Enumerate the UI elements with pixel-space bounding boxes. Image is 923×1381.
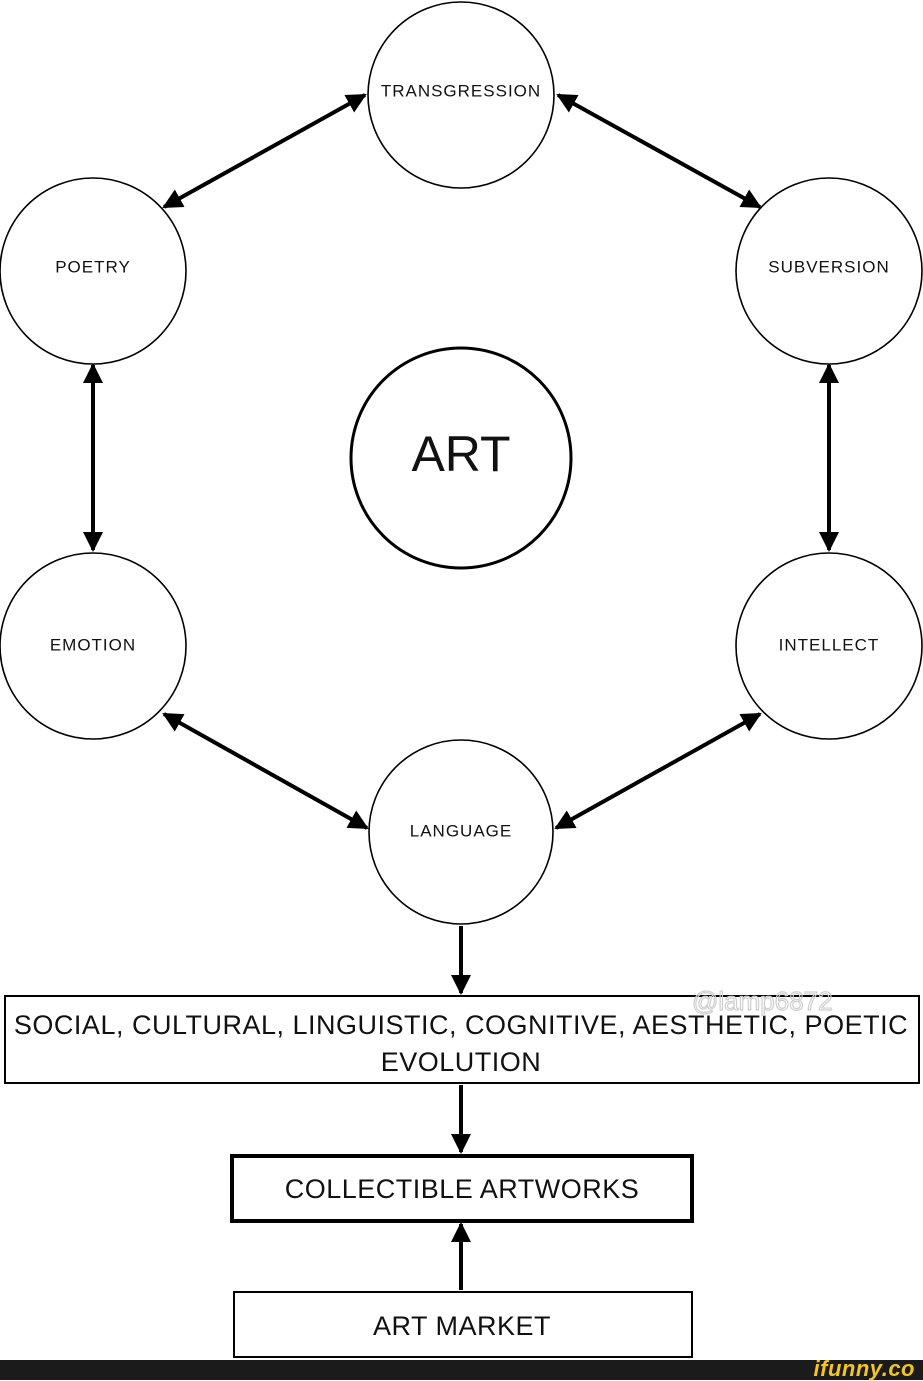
edge-emotion-language bbox=[162, 712, 369, 830]
watermark-handle: @lamp6872 bbox=[692, 986, 833, 1016]
node-intellect-label: INTELLECT bbox=[779, 635, 880, 654]
node-art-center: ART bbox=[349, 346, 573, 570]
art-market-box: ART MARKET bbox=[233, 1291, 693, 1358]
node-language: LANGUAGE bbox=[368, 739, 554, 925]
footer-bar: ifunny.co bbox=[0, 1356, 923, 1381]
art-market-label: ART MARKET bbox=[373, 1311, 551, 1341]
node-poetry: POETRY bbox=[0, 177, 187, 365]
collectible-label: COLLECTIBLE ARTWORKS bbox=[285, 1174, 640, 1204]
evolution-line1: SOCIAL, CULTURAL, LINGUISTIC, COGNITIVE,… bbox=[14, 1010, 908, 1040]
center-label: ART bbox=[411, 426, 510, 482]
evolution-line2: EVOLUTION bbox=[381, 1047, 542, 1077]
collectible-artworks-box: COLLECTIBLE ARTWORKS bbox=[230, 1154, 694, 1223]
evolution-box: SOCIAL, CULTURAL, LINGUISTIC, COGNITIVE,… bbox=[4, 995, 920, 1084]
node-transgression: TRANSGRESSION bbox=[367, 1, 555, 189]
node-transgression-label: TRANSGRESSION bbox=[381, 81, 541, 100]
node-language-label: LANGUAGE bbox=[410, 821, 512, 840]
ifunny-logo[interactable]: ifunny.co bbox=[813, 1356, 915, 1381]
edge-transgression-subversion bbox=[556, 93, 762, 209]
node-emotion-label: EMOTION bbox=[50, 635, 136, 654]
node-subversion-label: SUBVERSION bbox=[768, 257, 889, 276]
edge-intellect-language bbox=[554, 712, 762, 830]
node-intellect: INTELLECT bbox=[735, 552, 923, 740]
node-poetry-label: POETRY bbox=[55, 257, 131, 276]
node-emotion: EMOTION bbox=[0, 552, 187, 740]
edge-transgression-poetry bbox=[162, 93, 367, 209]
node-subversion: SUBVERSION bbox=[735, 177, 923, 365]
